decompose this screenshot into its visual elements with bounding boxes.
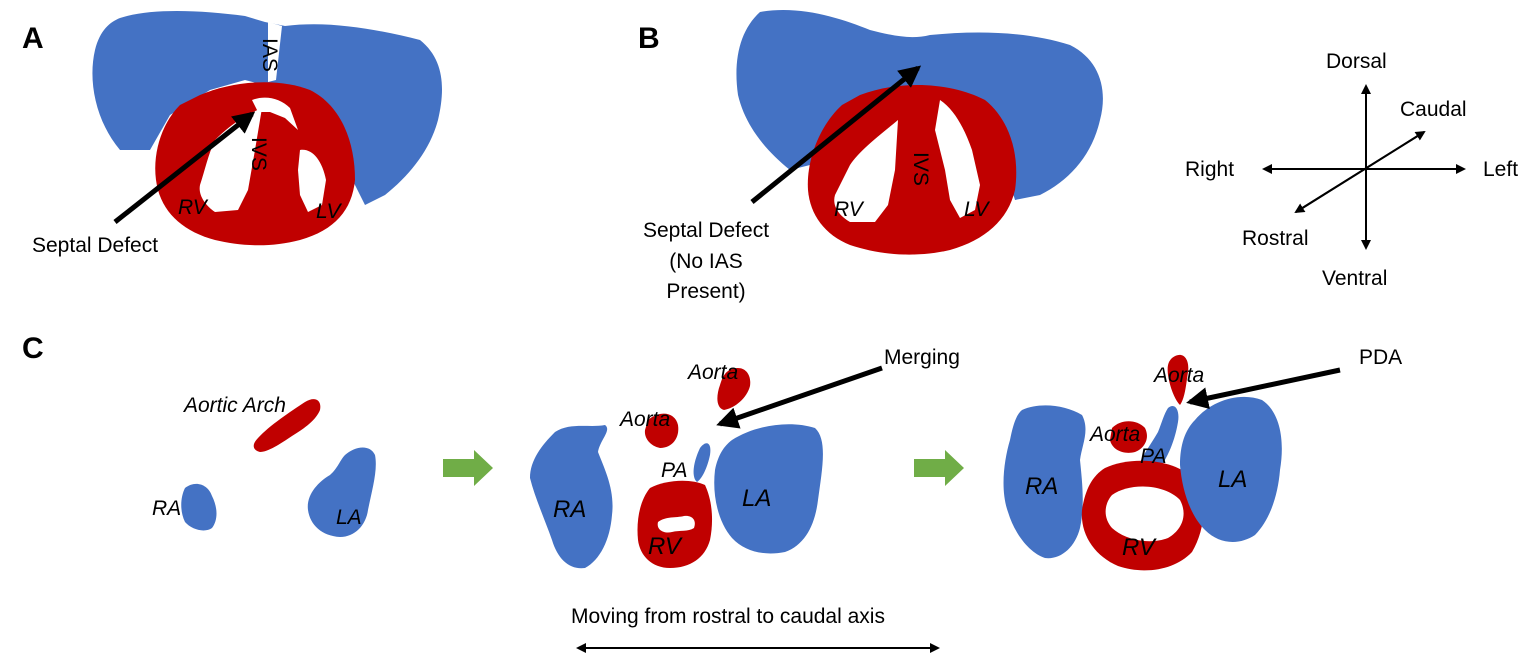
panel-c-slice-3: Aorta Aorta PA RA LA RV PDA bbox=[1003, 346, 1402, 571]
panel-a-letter: A bbox=[22, 22, 44, 55]
slice-2-rv-cavity bbox=[657, 515, 695, 533]
slice-3-pa-shape bbox=[1138, 405, 1179, 476]
slice-3-la-label: LA bbox=[1218, 466, 1247, 493]
compass-left-label: Left bbox=[1483, 158, 1518, 181]
panel-b-septal-defect-arrow bbox=[750, 65, 922, 204]
compass-right-label: Right bbox=[1185, 158, 1234, 181]
panel-a-rv-label: RV bbox=[178, 196, 209, 219]
slice-3-rv-cavity bbox=[1105, 486, 1184, 542]
slice-2-pa-shape bbox=[693, 443, 711, 482]
panel-a-septal-gap bbox=[252, 97, 298, 130]
slice-3-aorta-shape bbox=[1110, 421, 1147, 453]
slice-2-merging-arrow bbox=[716, 365, 883, 429]
slice-1-ra-shape bbox=[181, 483, 217, 531]
slice-2-ra-shape bbox=[530, 425, 613, 569]
slice-3-pda-arrow bbox=[1186, 367, 1341, 410]
panel-a-septal-defect-label: Septal Defect bbox=[32, 234, 158, 257]
panel-a-atria-shape bbox=[92, 11, 443, 205]
panel-b-septal-defect-line-1: Septal Defect bbox=[643, 219, 769, 242]
panel-c-letter: C bbox=[22, 332, 44, 365]
slice-2-la-label: LA bbox=[742, 485, 771, 512]
orientation-compass: Dorsal Ventral Right Left Caudal Rostral bbox=[1185, 50, 1518, 290]
panel-c: C Aortic Arch RA LA Aorta Aorta PA RA L bbox=[22, 332, 1402, 653]
progress-arrow-1 bbox=[443, 450, 493, 486]
slice-3-la-shape bbox=[1180, 396, 1282, 542]
slice-3-pda-label: PDA bbox=[1359, 346, 1402, 369]
slice-2-ra-label: RA bbox=[553, 496, 586, 523]
panel-b-septal-defect-line-3: Present) bbox=[666, 280, 745, 303]
slice-2-aorta-top-shape bbox=[717, 367, 751, 410]
slice-1-ra-label: RA bbox=[152, 497, 181, 520]
slice-3-pa-label: PA bbox=[1140, 445, 1166, 468]
panel-b-septal-defect-line-2: (No IAS bbox=[669, 250, 743, 273]
panel-a-ivs-label: IVS bbox=[247, 137, 270, 171]
panel-b: B IVS RV LV Septal Defect (No IAS Presen… bbox=[638, 10, 1103, 303]
panel-a-lv-label: LV bbox=[316, 200, 343, 223]
slice-2-aorta-shape bbox=[644, 413, 679, 448]
compass-ventral-label: Ventral bbox=[1322, 267, 1387, 290]
panel-c-slice-1: Aortic Arch RA LA bbox=[152, 394, 376, 537]
slice-2-aorta-top-label: Aorta bbox=[686, 361, 738, 384]
slice-2-aorta-label: Aorta bbox=[618, 408, 670, 431]
slice-2-rv-label: RV bbox=[648, 533, 683, 560]
panel-b-rv-cavity bbox=[834, 120, 898, 222]
slice-2-pa-label: PA bbox=[661, 459, 687, 482]
slice-1-aortic-arch-shape bbox=[253, 399, 321, 452]
slice-3-aorta-label: Aorta bbox=[1088, 423, 1140, 446]
panel-a-ias-label: IAS bbox=[258, 38, 281, 72]
slice-3-aorta-top-shape bbox=[1167, 354, 1189, 405]
panel-a-ias-gap bbox=[268, 22, 282, 82]
panel-b-lv-cavity bbox=[935, 100, 980, 218]
panel-a-lv-cavity bbox=[298, 149, 326, 212]
slice-3-ra-label: RA bbox=[1025, 473, 1058, 500]
slice-2-la-shape bbox=[714, 424, 823, 554]
slice-1-la-shape bbox=[307, 447, 376, 537]
axis-caption: Moving from rostral to caudal axis bbox=[571, 605, 885, 628]
panel-a-rv-cavity bbox=[199, 108, 262, 212]
panel-b-ivs-label: IVS bbox=[909, 152, 932, 186]
slice-3-rv-label: RV bbox=[1122, 534, 1157, 561]
compass-rostral-arrow bbox=[1294, 131, 1425, 214]
panel-b-lv-label: LV bbox=[964, 198, 991, 221]
slice-1-la-label: LA bbox=[336, 506, 362, 529]
panel-b-letter: B bbox=[638, 22, 660, 55]
slice-3-ra-shape bbox=[1003, 405, 1086, 559]
panel-c-slice-2: Aorta Aorta PA RA LA RV Merging bbox=[530, 346, 960, 569]
panel-a: A IAS IVS RV LV Septal Defect bbox=[22, 11, 443, 257]
slice-3-aorta-top-label: Aorta bbox=[1152, 364, 1204, 387]
slice-1-aortic-arch-label: Aortic Arch bbox=[182, 394, 286, 417]
compass-dorsal-label: Dorsal bbox=[1326, 50, 1387, 73]
compass-rostral-label: Rostral bbox=[1242, 227, 1309, 250]
panel-a-septal-defect-arrow bbox=[113, 111, 256, 224]
compass-caudal-label: Caudal bbox=[1400, 98, 1467, 121]
panel-b-rv-label: RV bbox=[834, 198, 865, 221]
progress-arrow-2 bbox=[914, 450, 964, 486]
slice-2-merging-label: Merging bbox=[884, 346, 960, 369]
